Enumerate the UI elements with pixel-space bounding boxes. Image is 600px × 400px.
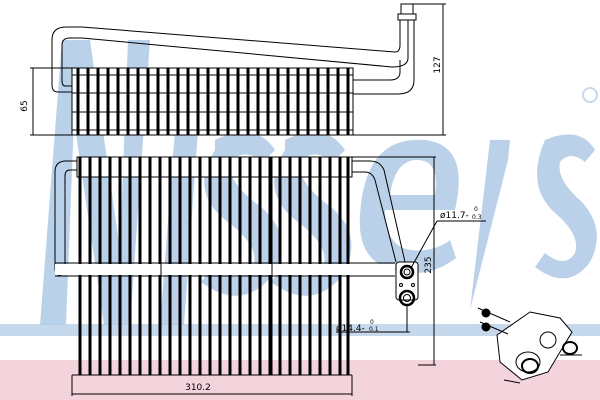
outlet-tolerance-lower: 0.1 [369, 326, 379, 333]
front-view [54, 156, 486, 396]
width-dimension-label: 310.2 [185, 383, 211, 393]
inlet-tolerance-upper: 0 [474, 206, 478, 213]
registered-mark-icon [582, 87, 598, 103]
inlet-tolerance-lower: 0.3 [472, 214, 482, 221]
inlet-diameter-label: ø11.7- [440, 211, 469, 221]
outlet-tolerance-upper: 0 [370, 319, 374, 326]
top-view [30, 3, 446, 136]
fitting-isometric-view [477, 307, 582, 384]
height-dimension-label: 235 [424, 256, 434, 273]
outlet-diameter-label: ø14.4- [336, 324, 365, 334]
top-height-dimension-label: 127 [433, 56, 443, 73]
depth-dimension-label: 65 [20, 100, 30, 111]
